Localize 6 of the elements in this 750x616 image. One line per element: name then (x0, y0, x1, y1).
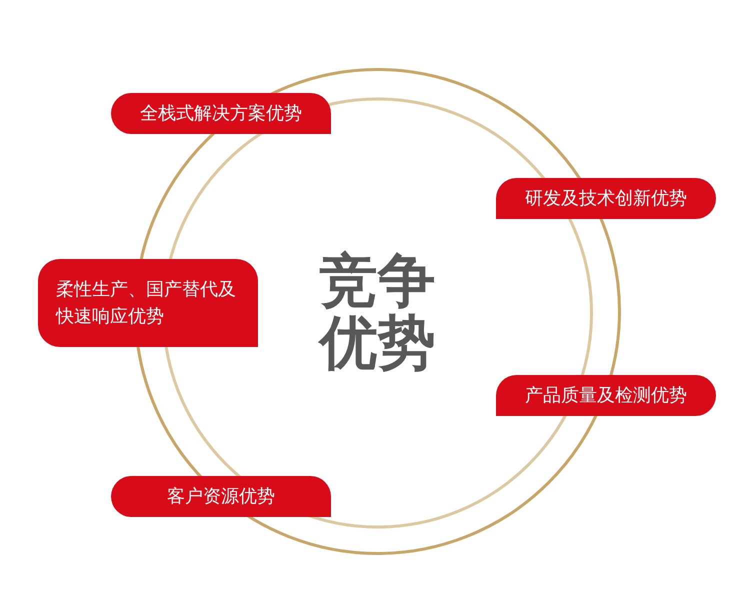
advantage-tab: 产品质量及检测优势 (496, 375, 716, 416)
advantage-tab: 全栈式解决方案优势 (111, 93, 331, 134)
advantage-tab: 柔性生产、国产替代及快速响应优势 (38, 259, 258, 347)
advantage-tab: 客户资源优势 (111, 476, 331, 517)
advantage-tab: 研发及技术创新优势 (496, 178, 716, 219)
center-title: 竞争优势 (317, 248, 436, 374)
